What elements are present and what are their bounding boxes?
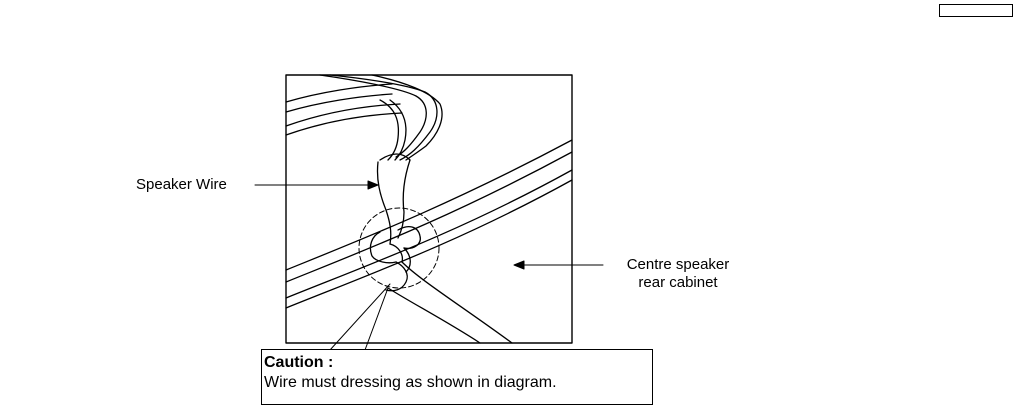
caution-circle	[358, 207, 440, 289]
speaker-wire-label: Speaker Wire	[136, 176, 227, 193]
speaker-wire-arrow	[254, 180, 379, 190]
corner-reference-box	[939, 4, 1013, 17]
caution-text: Wire must dressing as shown in diagram.	[264, 374, 557, 391]
cabinet-braces	[285, 139, 573, 309]
caution-leaders	[329, 283, 391, 351]
caution-title: Caution :	[264, 354, 334, 371]
speaker-wire-loop	[319, 74, 443, 161]
centre-speaker-label: Centre speaker rear cabinet	[612, 256, 744, 292]
wire-wrap	[369, 225, 421, 292]
speaker-wire-sleeve	[376, 153, 411, 245]
centre-speaker-arrow	[513, 260, 604, 270]
cabinet-rails	[285, 83, 403, 136]
centre-speaker-label-line2: rear cabinet	[638, 274, 718, 291]
caution-note: Caution : Wire must dressing as shown in…	[261, 349, 653, 405]
centre-speaker-label-line1: Centre speaker	[626, 256, 730, 273]
illustration-frame	[285, 74, 573, 344]
wire-continuation	[387, 261, 513, 344]
